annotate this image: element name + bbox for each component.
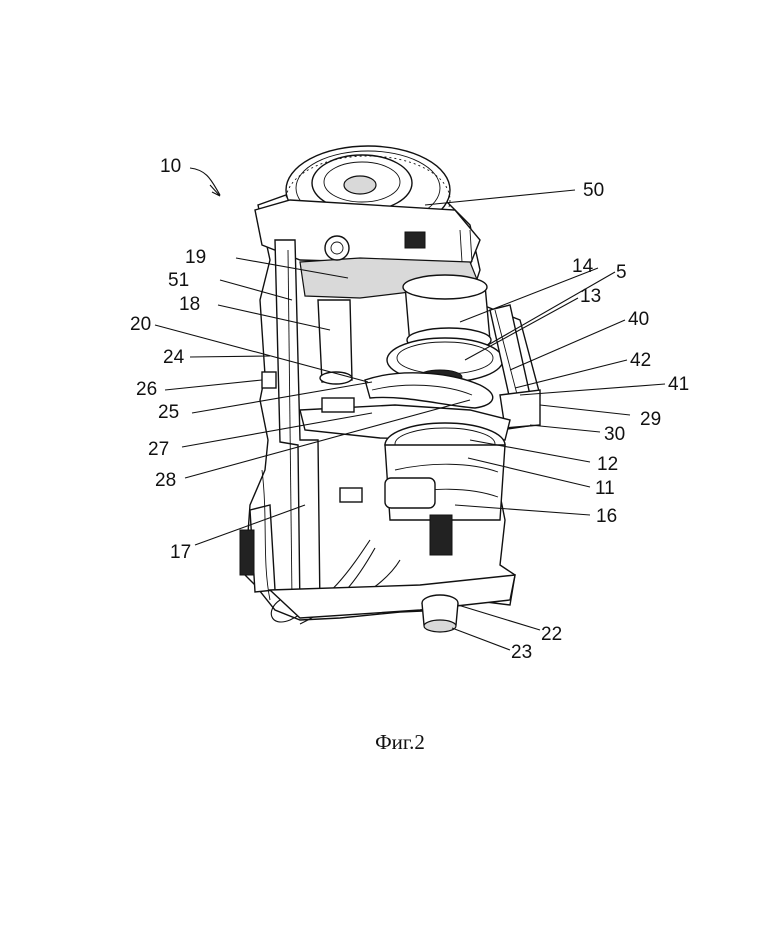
label-27: 27 (148, 439, 169, 460)
label-40: 40 (628, 309, 649, 330)
label-23: 23 (511, 642, 532, 663)
label-13: 13 (580, 286, 601, 307)
label-50: 50 (583, 180, 604, 201)
label-5: 5 (616, 262, 627, 283)
label-19: 19 (185, 247, 206, 268)
label-18: 18 (179, 294, 200, 315)
figure-caption: Фиг.2 (375, 730, 425, 754)
label-42: 42 (630, 350, 651, 371)
label-29: 29 (640, 409, 661, 430)
label-10: 10 (160, 156, 181, 177)
label-51: 51 (168, 270, 189, 291)
label-14: 14 (572, 256, 594, 277)
label-17: 17 (170, 542, 191, 563)
label-20: 20 (130, 314, 151, 335)
label-30: 30 (604, 424, 625, 445)
label-11: 11 (595, 478, 615, 499)
label-26: 26 (136, 379, 157, 400)
label-12: 12 (597, 454, 618, 475)
apparatus-drawing (240, 146, 540, 632)
label-41: 41 (668, 374, 689, 395)
label-28: 28 (155, 470, 176, 491)
label-22: 22 (541, 624, 562, 645)
label-25: 25 (158, 402, 179, 423)
label-24: 24 (163, 347, 185, 368)
label-16: 16 (596, 506, 617, 527)
